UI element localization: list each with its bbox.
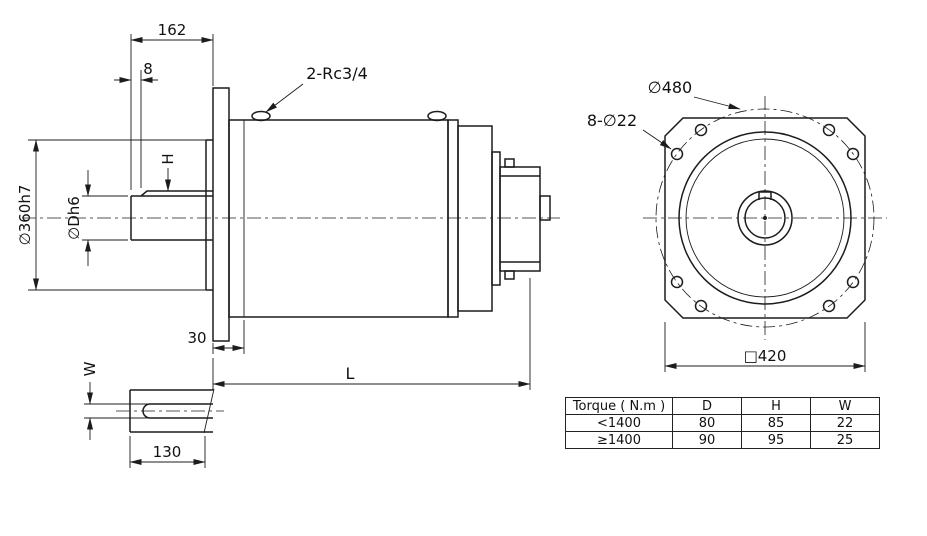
- cell-d: 80: [672, 414, 742, 432]
- dim-w: W: [81, 361, 148, 440]
- callout-rc34: 2-Rc3/4: [265, 64, 368, 113]
- motor-body-outline: [205, 87, 551, 342]
- spigot: [205, 139, 213, 291]
- cell-d: 90: [672, 431, 742, 449]
- dim-h: H: [159, 153, 177, 192]
- pipe-plug-left: [251, 110, 271, 122]
- dim-l-label: L: [346, 364, 355, 383]
- output-shaft: [130, 190, 213, 241]
- bolt-hole: [822, 123, 836, 137]
- dim-360h7: ∅360h7: [16, 139, 206, 291]
- shaft-top-view: [129, 389, 213, 433]
- bolt-hole: [670, 147, 684, 161]
- dim-dh6-label: ∅Dh6: [65, 196, 83, 240]
- rear-ring: [447, 119, 459, 318]
- bolt-hole: [694, 123, 708, 137]
- break-line: [203, 388, 215, 434]
- terminal-box: [499, 166, 541, 272]
- side-view: 162 8 2-Rc3/4 ∅360h7 ∅Dh: [16, 21, 560, 390]
- shaft-end: [737, 190, 793, 246]
- header-torque: Torque ( N.m ): [565, 397, 673, 415]
- box-screw-top: [504, 158, 515, 168]
- dim-8-label: 8: [143, 60, 153, 78]
- mounting-holes: [670, 123, 860, 313]
- cell-h: 95: [741, 431, 811, 449]
- dim-8: 8: [114, 60, 158, 188]
- callout-8x22: 8-∅22: [587, 111, 672, 150]
- rear-step: [491, 151, 501, 286]
- body-circle: [678, 131, 852, 305]
- bolt-hole: [822, 299, 836, 313]
- torque-spec-table: Torque ( N.m ) D H W <1400 80 85 22 ≥140…: [565, 397, 880, 449]
- dim-420: □420: [664, 322, 866, 372]
- cell-w: 22: [810, 414, 880, 432]
- dim-360h7-label: ∅360h7: [16, 185, 34, 246]
- shaft-outer-circle: [737, 190, 793, 246]
- dim-162: 162: [130, 21, 214, 190]
- table-row: ≥1400 90 95 25: [565, 431, 880, 449]
- dim-30: 30: [187, 320, 245, 354]
- cell-w: 25: [810, 431, 880, 449]
- dim-dh6: ∅Dh6: [65, 170, 128, 266]
- bolt-hole: [670, 275, 684, 289]
- spigot-circle: [685, 138, 845, 298]
- front-view: ∅480 8-∅22 □420: [587, 78, 887, 372]
- callout-480: ∅480: [648, 78, 741, 110]
- connector: [539, 195, 551, 221]
- box-screw-bottom: [504, 270, 515, 280]
- bolt-hole: [846, 147, 860, 161]
- dim-130: 130: [129, 436, 206, 468]
- dim-30-label: 30: [187, 329, 206, 347]
- rear-housing: [457, 125, 493, 312]
- dim-8x22-label: 8-∅22: [587, 111, 637, 130]
- header-h: H: [741, 397, 811, 415]
- table-header-row: Torque ( N.m ) D H W: [565, 397, 880, 415]
- cell-torque: ≥1400: [565, 431, 673, 449]
- shaft-bore-circle: [744, 197, 786, 239]
- table-row: <1400 80 85 22: [565, 414, 880, 432]
- header-d: D: [672, 397, 742, 415]
- dim-130-label: 130: [153, 443, 182, 461]
- dim-l: L: [212, 278, 531, 390]
- dim-162-label: 162: [158, 21, 187, 39]
- main-housing: [228, 119, 449, 318]
- bolt-circle: [655, 108, 875, 328]
- header-w: W: [810, 397, 880, 415]
- dim-420-label: □420: [744, 347, 787, 365]
- keyway-front: [758, 191, 772, 200]
- pipe-plug-right: [427, 110, 447, 122]
- dim-w-label: W: [81, 361, 99, 376]
- cell-h: 85: [741, 414, 811, 432]
- center-dot: [763, 216, 767, 220]
- dim-h-label: H: [159, 153, 177, 164]
- rc34-label: 2-Rc3/4: [306, 64, 368, 83]
- bolt-hole: [846, 275, 860, 289]
- bolt-hole: [694, 299, 708, 313]
- cell-torque: <1400: [565, 414, 673, 432]
- square-flange: [664, 117, 866, 319]
- keyway-detail-view: W 130: [81, 361, 224, 468]
- terminal-box-lines: [500, 175, 540, 263]
- dim-480-label: ∅480: [648, 78, 692, 97]
- mounting-flange: [212, 87, 230, 342]
